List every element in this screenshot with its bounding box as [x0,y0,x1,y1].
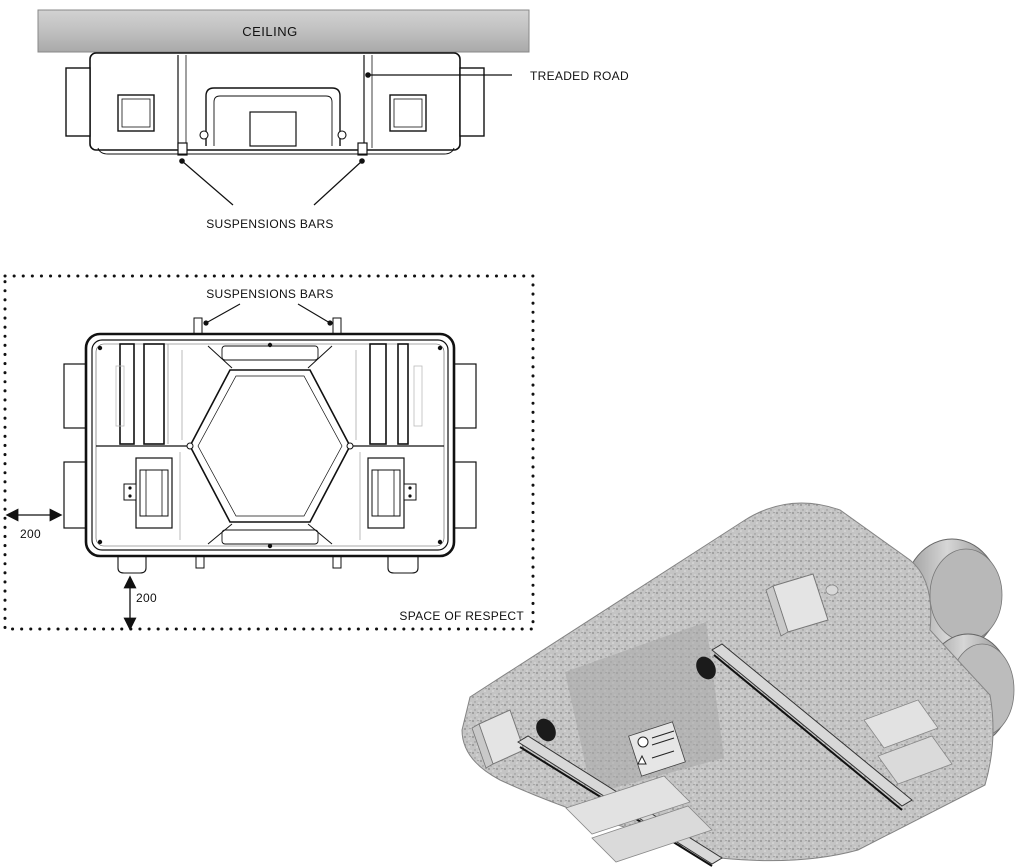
space-of-respect-boundary [3,274,535,631]
filter-right-b [397,343,409,445]
left-duct-stub [65,67,91,137]
plan-duct-left-bottom [63,461,89,529]
access-box-top [765,573,839,637]
suspension-bars-label-top: SUSPENSIONS BARS [206,217,334,231]
fan-left [123,457,173,529]
plan-duct-right-bottom [451,461,477,529]
plan-view: SPACE OF RESPECT SUSPENSIONS BARS [3,274,535,631]
suspension-rail-right [711,643,913,811]
plan-duct-right-top [451,363,477,429]
ceiling-label: CEILING [242,24,298,39]
threaded-rod-knob-right [696,656,716,680]
treaded-road-label: TREADED ROAD [530,69,629,83]
ceiling-slab [37,9,530,53]
unit-3d-view [461,502,1015,867]
access-box-left [471,709,525,769]
clearance-side-value: 200 [20,527,41,541]
front-elevation-view: CEILING TREADED ROAD [37,9,629,231]
space-of-respect-label: SPACE OF RESPECT [399,609,524,623]
suspension-bar-right-front [357,142,368,156]
suspension-bars-label-plan: SUSPENSIONS BARS [206,287,334,301]
plan-duct-left-top [63,363,89,429]
suspension-bar-left-front [177,142,188,156]
filter-right-a [369,343,387,445]
right-access-panel [389,94,427,132]
filter-left-a [119,343,135,445]
threaded-rod-knob-left [536,718,556,742]
right-duct-stub [459,67,485,137]
fan-right [367,457,417,529]
filter-left-b [143,343,165,445]
left-access-panel [117,94,155,132]
clearance-bottom-value: 200 [136,591,157,605]
